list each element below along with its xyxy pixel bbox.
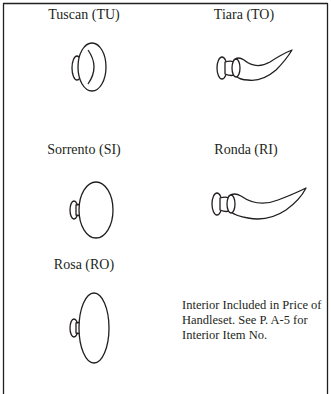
tiara-lever (217, 50, 292, 80)
frame-border (4, 4, 328, 394)
model-name: Sorrento (SI) (47, 142, 121, 158)
model-name: Rosa (RO) (54, 257, 114, 273)
model-name: Tiara (TO) (214, 7, 274, 23)
rosa-knob (70, 293, 109, 363)
ronda-lever (212, 188, 306, 219)
model-name: Tuscan (TU) (48, 7, 119, 23)
tuscan-knob (72, 43, 106, 91)
sorrento-knob (70, 182, 113, 238)
model-name: Ronda (RI) (214, 142, 277, 158)
note-text: Interior Included in Price of Handleset.… (182, 298, 324, 342)
